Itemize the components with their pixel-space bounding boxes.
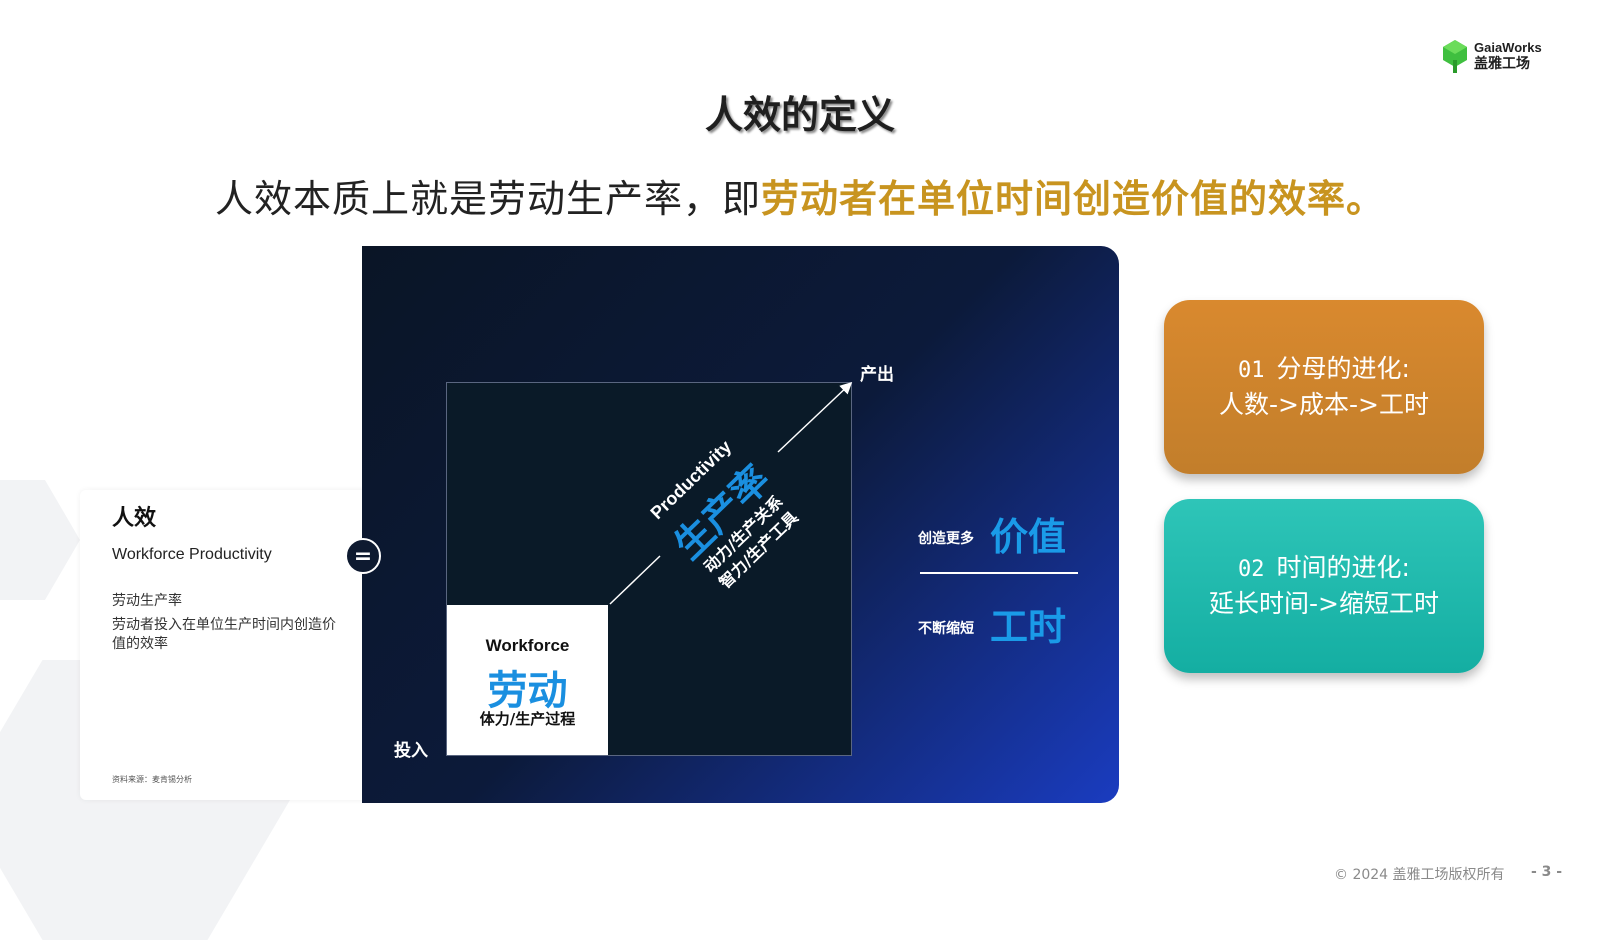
input-axis-label: 投入: [394, 741, 428, 761]
value-caption: 创造更多: [918, 531, 974, 547]
arrow-segment-lower: [609, 555, 661, 605]
copyright-text: © 2024 盖雅工场版权所有: [1334, 867, 1505, 883]
bg-hexagon-decoration: [0, 480, 80, 600]
workforce-label-en: Workforce: [485, 636, 570, 655]
arrow-segment-upper: [777, 381, 853, 453]
card-body: 人数->成本->工时: [1219, 390, 1429, 419]
time-caption: 不断缩短: [918, 621, 974, 637]
value-emphasis: 价值: [990, 514, 1067, 559]
page-number: - 3 -: [1531, 864, 1563, 880]
slide-title: 人效的定义: [704, 93, 895, 137]
slide-subtitle: 人效本质上就是劳动生产率，即劳动者在单位时间创造价值的效率。: [0, 168, 1600, 223]
card-number: 02: [1238, 557, 1265, 582]
definition-term: 劳动生产率: [112, 593, 182, 609]
tree-logo-icon: [1443, 40, 1467, 73]
card-body: 延长时间->缩短工时: [1209, 589, 1439, 618]
output-axis-label: 产出: [860, 365, 894, 385]
card-number: 01: [1238, 358, 1265, 383]
card-title: 时间的进化:: [1276, 553, 1410, 582]
definition-title-en: Workforce Productivity: [112, 546, 272, 563]
workforce-sublabel: 体力/生产过程: [479, 710, 576, 728]
fraction-divider: [920, 572, 1078, 574]
subtitle-highlight: 劳动者在单位时间创造价值的效率。: [761, 177, 1386, 221]
definition-card: [80, 490, 380, 800]
card-title: 分母的进化:: [1276, 354, 1410, 383]
logo-name-en: GaiaWorks: [1474, 40, 1542, 55]
company-logo: GaiaWorks 盖雅工场: [1440, 36, 1570, 76]
workforce-label-cn: 劳动: [487, 667, 568, 714]
workforce-box: [447, 605, 608, 755]
evolution-card-time: 02 时间的进化: 延长时间->缩短工时: [1164, 499, 1484, 673]
logo-name-cn: 盖雅工场: [1474, 56, 1530, 72]
evolution-card-denominator: 01 分母的进化: 人数->成本->工时: [1164, 300, 1484, 474]
definition-text: 劳动者投入在单位生产时间内创造价值的效率: [112, 617, 336, 652]
definition-title: 人效: [112, 505, 157, 531]
subtitle-plain: 人效本质上就是劳动生产率，即: [214, 177, 761, 221]
diagonal-arrow: [609, 381, 853, 605]
source-note: 资料来源：麦肯锡分析: [112, 775, 192, 784]
equals-symbol: =: [345, 538, 381, 574]
time-emphasis: 工时: [990, 604, 1067, 649]
